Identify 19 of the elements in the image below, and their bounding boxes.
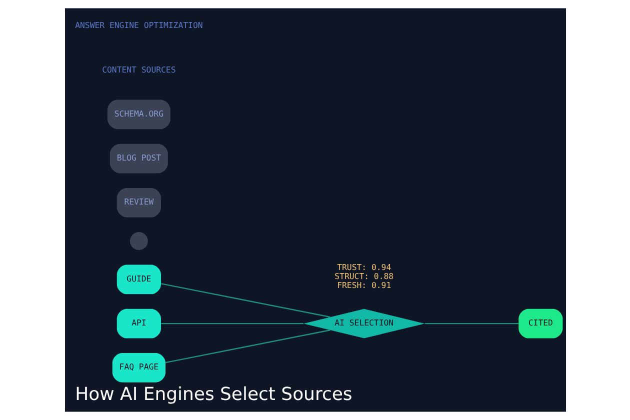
node-label: FRESH: 0.91 — [336, 280, 391, 290]
node-box: SCHEMA.ORG — [106, 100, 170, 130]
node-diamond: AI SELECTION — [303, 308, 424, 338]
label: ANSWER ENGINE OPTIMIZATION — [74, 20, 202, 30]
node-box: API — [116, 308, 160, 338]
node-circle — [129, 232, 148, 250]
node-box: GUIDE — [116, 264, 160, 294]
connector — [165, 330, 330, 364]
node-box: FAQ PAGE — [112, 352, 165, 382]
node-box: BLOG POST — [109, 144, 168, 174]
node-label: TRUST: 0.94 — [336, 262, 391, 272]
connector — [160, 283, 330, 318]
label: CONTENT SOURCES — [102, 64, 176, 74]
node-label: STRUCT: 0.88 — [334, 271, 394, 282]
connector — [424, 322, 518, 324]
node-box: REVIEW — [116, 188, 160, 218]
node-box: CITED — [518, 308, 562, 338]
connector — [160, 322, 303, 324]
diagram-title: How AI Engines Select Sources — [74, 384, 352, 406]
